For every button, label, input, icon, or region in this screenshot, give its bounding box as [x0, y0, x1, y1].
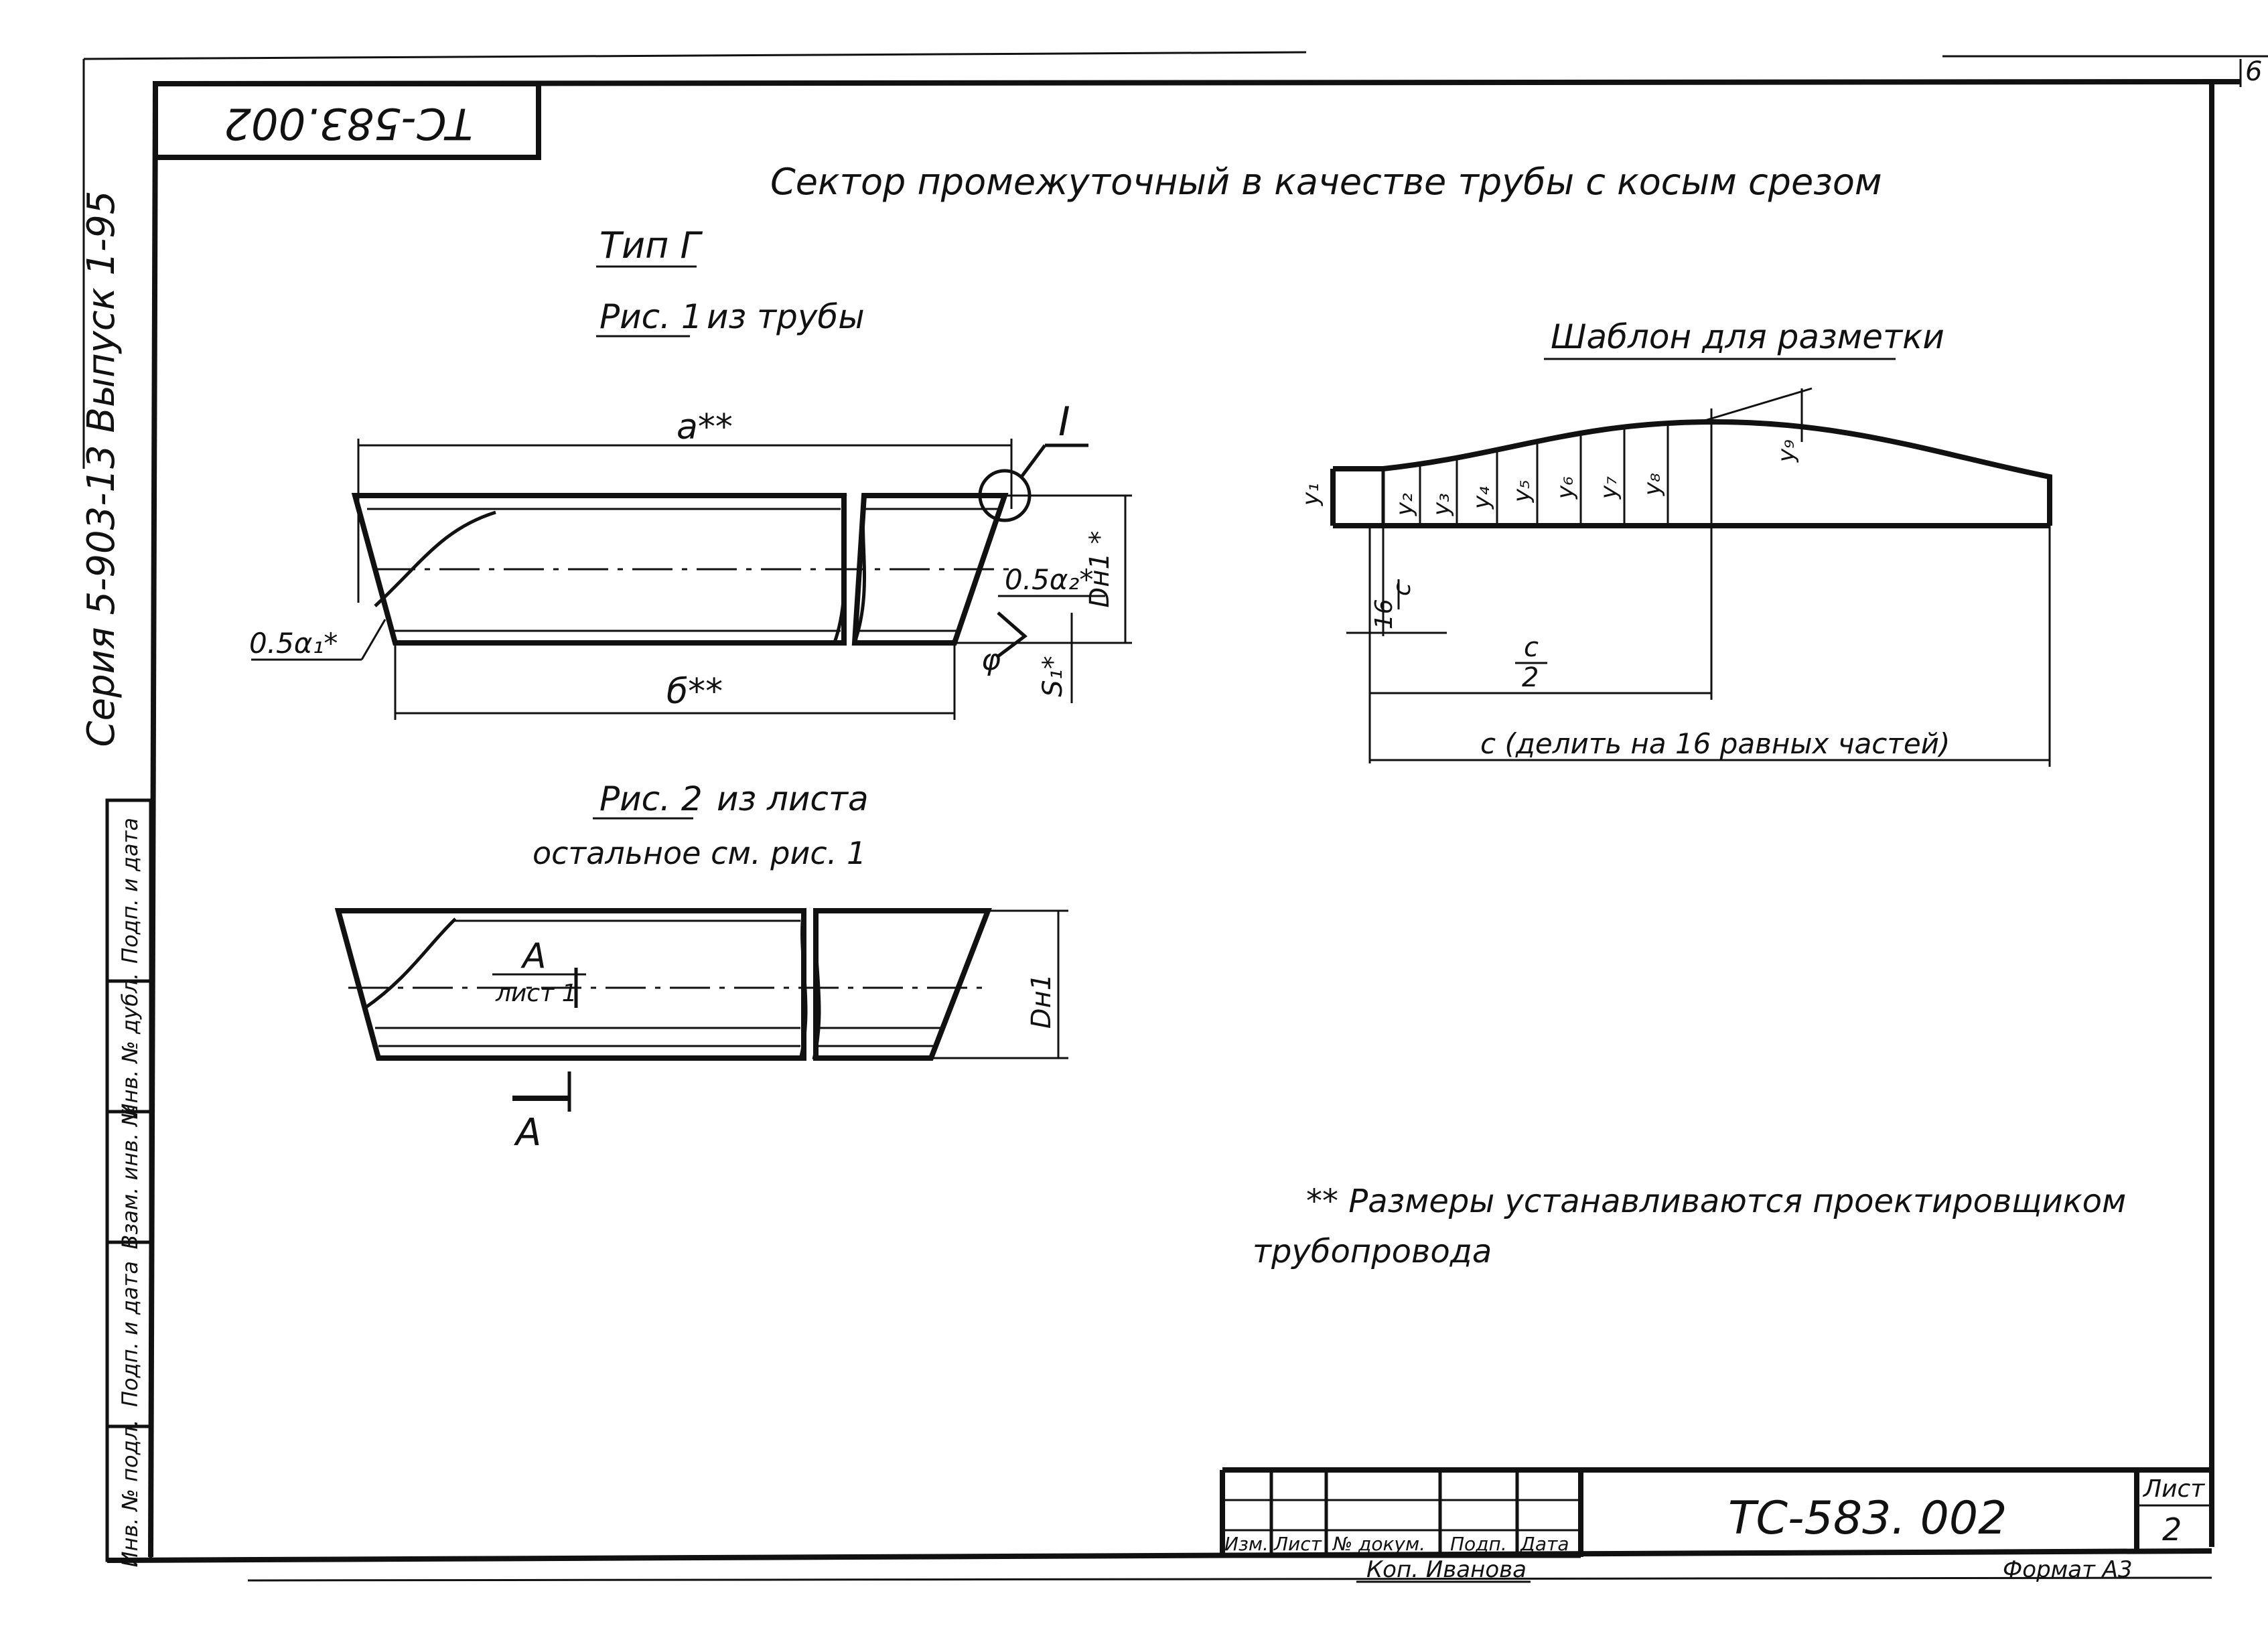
section-sub-label: лист 1	[495, 980, 577, 1007]
tb-header-list: Лист	[1273, 1533, 1322, 1555]
tb-header-sign: Подп.	[1450, 1533, 1507, 1555]
left-approval-strip: Подп. и дата Инв. № дубл. Взам. инв. № П…	[105, 798, 153, 1568]
figure-1: Рис. 1 из трубы а** I б**	[249, 297, 1132, 720]
strip-label-1: Подп. и дата	[117, 818, 143, 964]
c2-denominator: 2	[1522, 662, 1539, 693]
fig2-suffix: из листа	[717, 779, 869, 818]
template-y4: у₄	[1468, 486, 1495, 510]
tb-sheet-label: Лист	[2142, 1475, 2205, 1503]
tb-header-date: Дата	[1519, 1533, 1569, 1555]
tb-format: Формат А3	[2003, 1556, 2133, 1583]
half-alpha-right: 0.5α₂*	[1005, 563, 1093, 596]
template-y3: у₃	[1428, 493, 1455, 516]
rotated-code: ТС-583.002	[224, 98, 473, 147]
template-y1: у₁	[1297, 483, 1324, 506]
fig2-caption: Рис. 2	[599, 779, 703, 818]
c2-numerator: с	[1524, 632, 1539, 663]
series-label: Серия 5-903-13 Выпуск 1-95	[80, 191, 123, 747]
rotated-code-box: ТС-583.002	[153, 81, 541, 160]
c-full-label: с (делить на 16 равных частей)	[1480, 727, 1950, 760]
template-title: Шаблон для разметки	[1551, 317, 1944, 356]
template-y5: у₅	[1508, 479, 1535, 503]
template-y8: у₈	[1639, 473, 1666, 496]
template-y6: у₆	[1552, 476, 1579, 500]
fig2-note: остальное см. рис. 1	[533, 835, 866, 871]
tb-doc-code: ТС-583. 002	[1728, 1492, 2007, 1545]
tb-copied-by: Коп. Иванова	[1366, 1556, 1527, 1583]
footnote-line-1: ** Размеры устанавливаются проектировщик…	[1306, 1183, 2126, 1220]
footnote-line-2: трубопровода	[1253, 1233, 1492, 1270]
sheet-frame	[82, 51, 2268, 1582]
template-y9: у₉	[1773, 439, 1800, 463]
fig1-suffix: из трубы	[707, 297, 865, 336]
strip-label-5: Инв. № подл.	[117, 1420, 143, 1568]
detail-mark: I	[1058, 398, 1070, 445]
sheet-corner-number: 6	[2245, 56, 2262, 87]
dim-b-label: б**	[666, 672, 723, 712]
strip-label-3: Взам. инв. №	[117, 1104, 143, 1249]
type-label: Тип Г	[599, 224, 703, 267]
dim-a-label: а**	[677, 407, 733, 447]
title-block: Изм. Лист № докум. Подп. Дата ТС-583. 00…	[1220, 1467, 2212, 1583]
dh1-label: Dн1 *	[1084, 530, 1115, 607]
c16-denominator: 16	[1370, 599, 1398, 629]
fig1-caption: Рис. 1	[599, 297, 703, 336]
section-bottom-label: А	[514, 1111, 541, 1155]
strip-label-2: Инв. № дубл.	[117, 973, 143, 1120]
half-alpha-left: 0.5α₁*	[249, 627, 338, 660]
marking-template: Шаблон для разметки у₁ у₂ у₃ у₄ у₅ у₆ у₇…	[1297, 317, 2052, 767]
template-y2: у₂	[1391, 493, 1418, 516]
figure-2: Рис. 2 из листа остальное см. рис. 1 А л…	[334, 779, 1068, 1155]
template-y7: у₇	[1596, 476, 1622, 500]
c16-numerator: с	[1389, 583, 1416, 596]
strip-label-4: Подп. и дата	[117, 1261, 143, 1407]
drawing-title: Сектор промежуточный в качестве трубы с …	[770, 161, 1882, 203]
tb-header-izm: Изм.	[1224, 1533, 1269, 1555]
phi-label: φ	[981, 643, 1001, 677]
s1-label: S₁*	[1038, 656, 1068, 696]
tb-header-doc: № докум.	[1332, 1533, 1425, 1555]
tb-sheet-number: 2	[2162, 1511, 2182, 1548]
section-top-label: А	[520, 936, 547, 976]
fig2-dh1-label: Dн1	[1026, 974, 1057, 1029]
